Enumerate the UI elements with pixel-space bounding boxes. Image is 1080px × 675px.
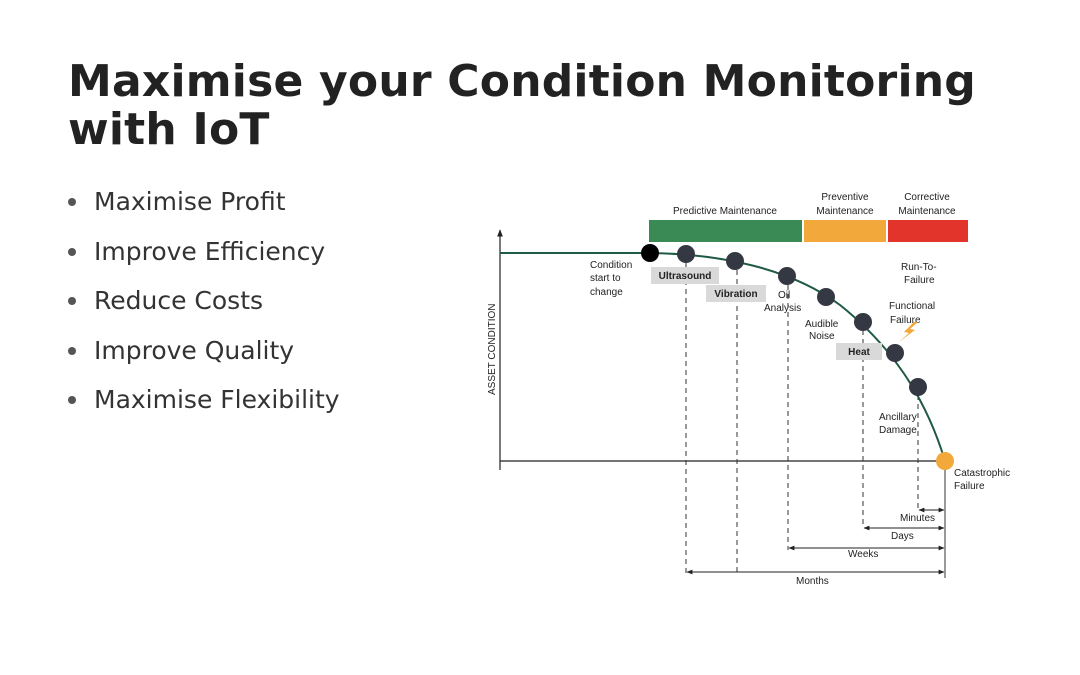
benefit-list: Maximise Profit Improve Efficiency Reduc…	[66, 182, 340, 430]
ultrasound-tag-text: Ultrasound	[659, 271, 712, 282]
ultrasound-tag	[651, 267, 719, 284]
page-title: Maximise your Condition Monitoring with …	[68, 56, 976, 155]
heat-tag-text: Heat	[848, 347, 870, 358]
oil-label-line1: Oil	[778, 290, 790, 301]
list-item: Reduce Costs	[66, 281, 340, 331]
list-item-text: Improve Quality	[94, 335, 295, 365]
list-item: Maximise Flexibility	[66, 380, 340, 430]
list-item: Improve Efficiency	[66, 232, 340, 282]
ancillary-label-line2: Damage	[879, 425, 917, 436]
corrective-label-line1: Corrective	[904, 192, 950, 203]
list-item-text: Reduce Costs	[94, 286, 264, 315]
functional-label-line1: Functional	[889, 301, 935, 312]
list-item-text: Improve Efficiency	[94, 236, 326, 266]
bullet-dot-icon	[68, 396, 76, 404]
months-label: Months	[796, 576, 829, 587]
oil-label-line2: Analysis	[764, 303, 801, 314]
drop-lines	[685, 262, 946, 578]
vibration-tag-text: Vibration	[714, 289, 757, 300]
bullet-dot-icon	[68, 297, 76, 305]
audible-noise-marker	[817, 288, 835, 306]
weeks-label: Weeks	[848, 549, 878, 560]
ancillary-marker	[909, 378, 927, 396]
days-label: Days	[891, 531, 914, 542]
preventive-bar	[804, 220, 886, 242]
heat-tag	[836, 343, 882, 360]
predictive-bar	[649, 220, 802, 242]
functional-marker	[854, 313, 872, 331]
audible-label-line2: Noise	[809, 331, 835, 342]
y-axis-label: ASSET CONDITION	[487, 304, 498, 396]
ultrasound-marker	[677, 245, 695, 263]
heat-marker	[886, 344, 904, 362]
oil-analysis-marker	[778, 267, 796, 285]
list-item: Maximise Profit	[66, 182, 340, 232]
corrective-label-line2: Maintenance	[898, 206, 956, 217]
start-marker	[641, 244, 659, 262]
bullet-dot-icon	[68, 346, 76, 355]
minutes-label: Minutes	[900, 513, 935, 524]
catastrophic-label-line2: Failure	[954, 481, 985, 492]
pf-curve	[500, 252, 946, 462]
condition-label-line3: change	[590, 287, 623, 298]
preventive-label-line2: Maintenance	[816, 206, 874, 217]
catastrophic-marker	[936, 452, 954, 470]
functional-label-line2: Failure	[890, 315, 921, 326]
preventive-label-line1: Preventive	[821, 192, 869, 203]
list-item-text: Maximise Flexibility	[94, 385, 340, 414]
vibration-marker	[726, 252, 744, 270]
audible-label-line1: Audible	[805, 319, 839, 330]
predictive-label: Predictive Maintenance	[673, 206, 777, 217]
condition-label-line1: Condition	[590, 260, 632, 271]
condition-label-line2: start to	[590, 273, 621, 284]
ancillary-label-line1: Ancillary	[879, 412, 917, 423]
vibration-tag	[706, 285, 766, 302]
list-item: Improve Quality	[66, 331, 340, 381]
catastrophic-label-line1: Catastrophic	[954, 468, 1010, 479]
list-item-text: Maximise Profit	[94, 187, 286, 216]
lightning-bolt-icon	[899, 322, 918, 342]
run-to-failure-line2: Failure	[904, 275, 935, 286]
corrective-bar	[888, 220, 968, 242]
run-to-failure-line1: Run-To-	[901, 262, 937, 273]
bullet-dot-icon	[68, 247, 76, 256]
bullet-dot-icon	[68, 198, 76, 206]
